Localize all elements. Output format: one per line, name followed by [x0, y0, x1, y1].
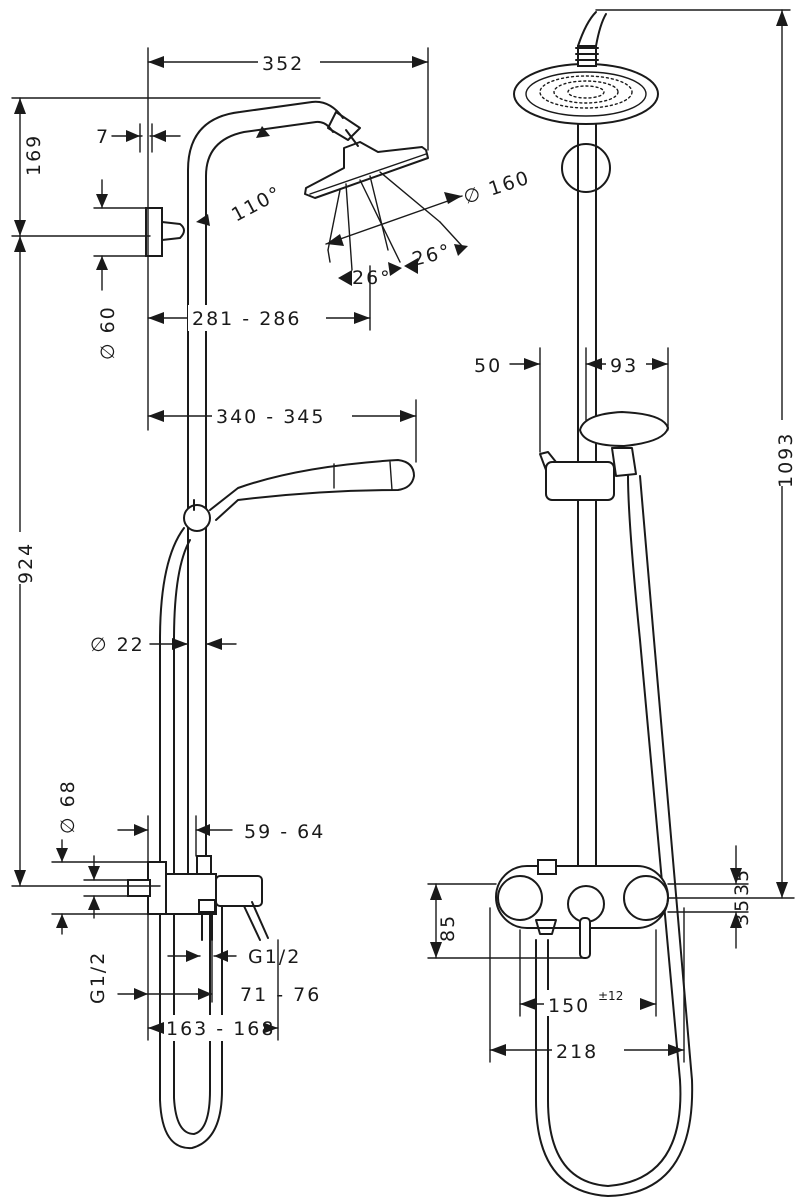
dim-1093: 1093: [775, 432, 797, 488]
dim-35-top: 35: [731, 868, 753, 896]
dim-163-168: 163 - 168: [166, 1018, 275, 1040]
dimension-lines-left: [11, 47, 468, 1041]
dim-7: 7: [96, 126, 110, 148]
dim-59-64: 59 - 64: [244, 821, 325, 843]
dim-924: 924: [15, 542, 37, 584]
dim-352: 352: [262, 53, 304, 75]
dim-60: ∅ 60: [97, 305, 119, 360]
side-view: [127, 100, 441, 1150]
hose: [159, 527, 223, 1150]
dim-26-right: 26°: [410, 240, 454, 271]
dim-218: 218: [556, 1041, 598, 1063]
hand-shower: [209, 459, 415, 521]
dim-340-345: 340 - 345: [216, 406, 325, 428]
front-hand-shower: [578, 410, 670, 448]
dim-85: 85: [437, 914, 459, 942]
dim-68: ∅ 68: [57, 779, 79, 834]
overhead-shower-head: [304, 141, 429, 199]
slider-knob: [183, 504, 211, 532]
front-slider: [545, 461, 615, 501]
dim-150-tolerance: ±12: [598, 989, 623, 1003]
dim-281-286: 281 - 286: [192, 308, 301, 330]
dimension-labels: 352 7 169 110° ∅ 160 26° 26° ∅ 60 281 - …: [8, 50, 798, 1064]
dim-g12-horizontal: G1/2: [248, 946, 301, 968]
wall-bracket: [145, 207, 163, 257]
front-view: [495, 11, 694, 1197]
dim-150: 150: [548, 995, 590, 1017]
dim-50: 50: [474, 355, 502, 377]
dim-71-76: 71 - 76: [240, 984, 321, 1006]
dim-35-bottom: 35: [731, 898, 753, 926]
front-hose: [547, 475, 682, 1187]
dim-22: ∅ 22: [90, 634, 145, 656]
dim-160: ∅ 160: [461, 167, 533, 209]
dim-110-angle: 110°: [228, 182, 286, 227]
dim-26-left: 26°: [352, 267, 392, 289]
dim-93: 93: [610, 355, 638, 377]
riser-pipe: [187, 100, 344, 879]
front-overhead-shower: [513, 63, 659, 125]
dim-169: 169: [23, 134, 45, 176]
dim-g12-vertical: G1/2: [87, 951, 109, 1004]
